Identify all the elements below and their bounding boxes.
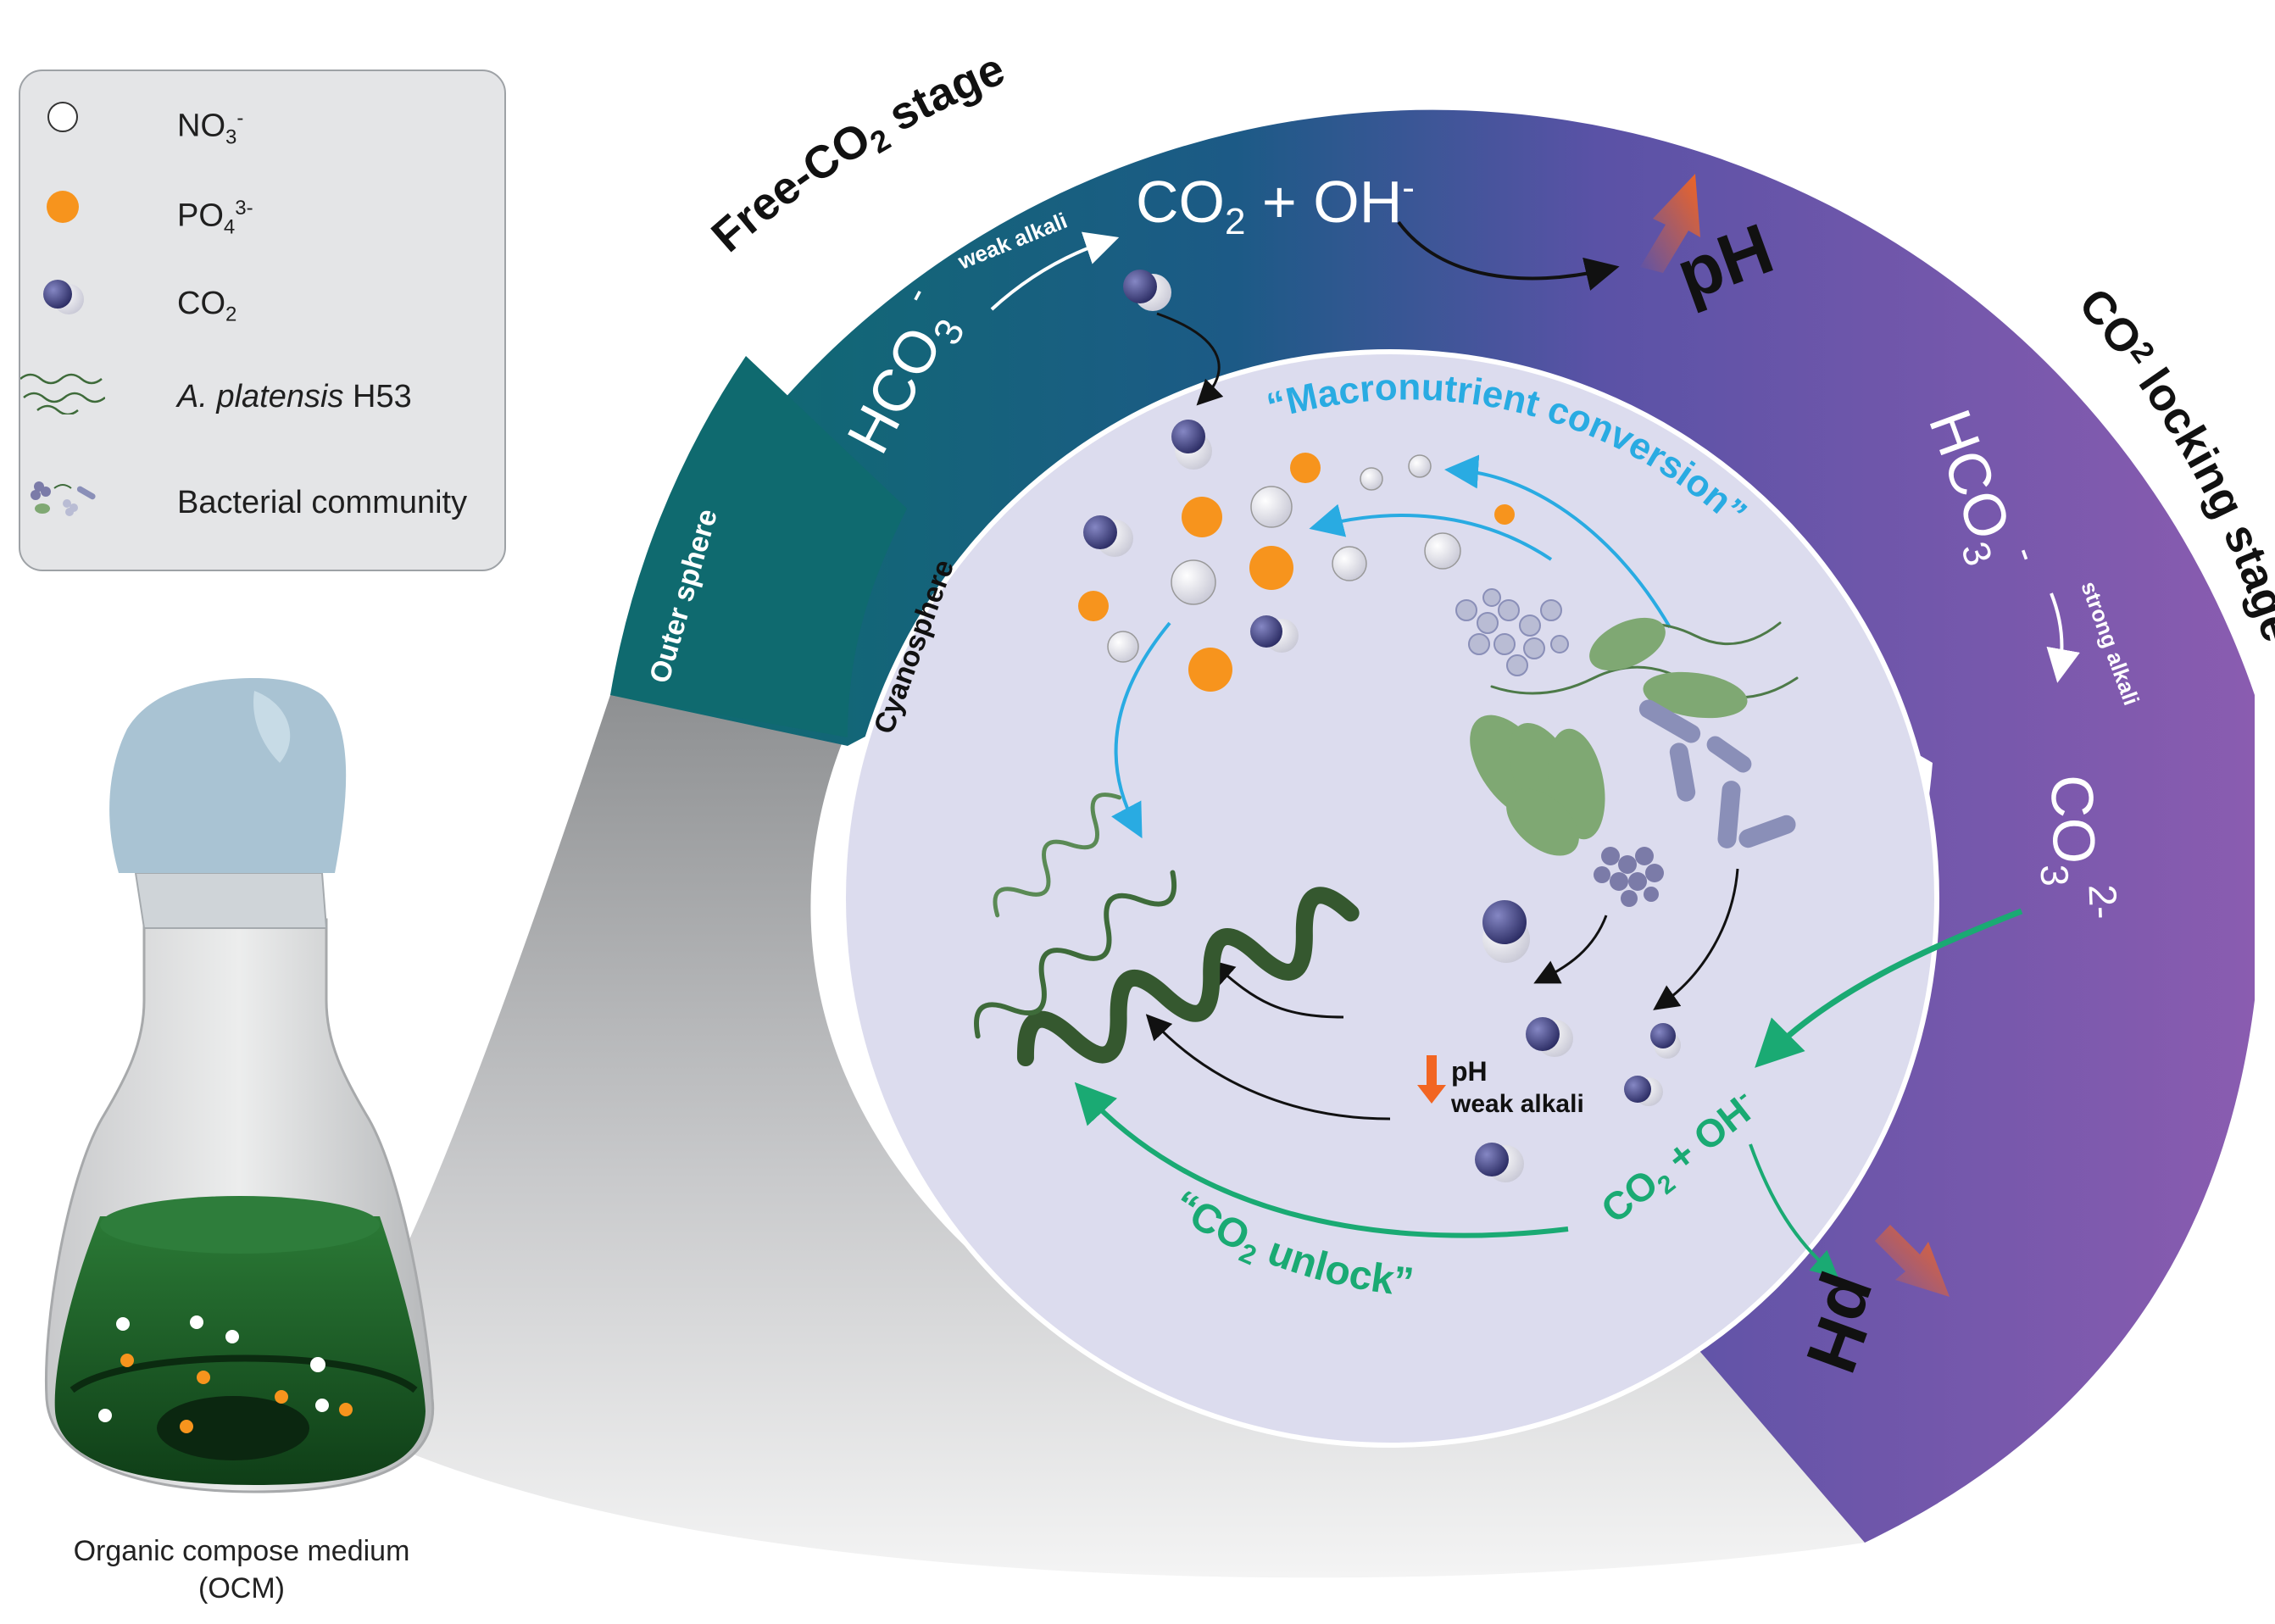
flask-caption: Organic compose medium (OCM) (0, 1532, 483, 1607)
phosphate-dot (120, 1354, 134, 1367)
legend-item-spirulina: A. platensis H53 (20, 364, 508, 431)
nitrate-icon (47, 102, 78, 132)
spirulina-small (993, 793, 1122, 918)
phosphate-dot (275, 1390, 288, 1404)
free-stage-to-ph-arrow (1397, 220, 1620, 291)
nutrient-particles (1078, 453, 1515, 692)
spirulina-large (1016, 887, 1360, 1067)
blue-arrow-middle (1309, 503, 1553, 561)
inner-to-ph-down-arrow (1749, 1143, 1839, 1278)
bacteria-green-rods (1470, 617, 1748, 856)
flask-inner-ring (70, 1354, 418, 1393)
bacteria-blue-rods (1638, 699, 1796, 848)
nitrate-dot (190, 1315, 203, 1329)
bacterial-community (1455, 588, 1796, 907)
bacteria-icon (31, 481, 96, 516)
nitrate-ball (1107, 631, 1139, 663)
weak-alkali-arrow (990, 231, 1120, 311)
outer-ring-teal-left (610, 356, 907, 737)
black-arrow-inner1 (1209, 959, 1344, 1019)
phosphate-ball (1494, 504, 1515, 525)
locking-carbonate: CO32- (2029, 773, 2126, 921)
phosphate-dot (197, 1371, 210, 1384)
flask-liquid (54, 1216, 426, 1485)
nitrate-dot (98, 1409, 112, 1422)
svg-text:CO32-: CO32- (2029, 773, 2126, 921)
black-arrow-bacteria1 (1533, 915, 1608, 984)
nitrate-dot (310, 1357, 325, 1372)
bacteria-purple-cocci (1594, 847, 1664, 907)
free-stage-title: Free-CO2 stage (702, 43, 1011, 262)
free-co2-oh: CO2 + OH- (1136, 167, 1415, 242)
co2-molecule (1250, 615, 1299, 653)
legend-item-bacteria: Bacterial community (20, 470, 508, 537)
spirulina-filaments (974, 621, 1799, 1067)
co2-molecule (1650, 1023, 1681, 1059)
co2-drop-arrow (1156, 312, 1224, 406)
flask-caption-line1: Organic compose medium (73, 1535, 410, 1567)
nitrate-ball (1250, 486, 1293, 528)
co2-molecule (1526, 1017, 1573, 1057)
phosphate-ball (1188, 648, 1232, 692)
phosphate-icon (47, 191, 79, 223)
co2-molecule (1475, 1143, 1524, 1182)
co2-molecule (1171, 420, 1212, 470)
legend-item-nitrate: NO3- (20, 92, 508, 159)
nitrate-ball (1360, 467, 1383, 491)
nitrate-ball (1408, 454, 1432, 478)
nitrate-ball (1332, 546, 1367, 581)
ph-small-down-arrow (1417, 1055, 1446, 1104)
phosphate-dot (180, 1420, 193, 1433)
nitrate-dot (225, 1330, 239, 1343)
bacteria-cocci-cluster (1455, 588, 1569, 676)
phosphate-ball (1249, 546, 1293, 590)
phosphate-ball (1078, 591, 1109, 621)
phosphate-ball (1182, 497, 1222, 537)
nitrate-dot (315, 1399, 329, 1412)
phosphate-ball (1290, 453, 1321, 483)
spirulina-icon (20, 373, 105, 414)
co2-molecule (1624, 1076, 1663, 1106)
nitrate-ball (1424, 532, 1461, 570)
ph-small-label: pH (1451, 1056, 1488, 1087)
legend-item-co2: CO2 (20, 270, 508, 338)
flask (44, 678, 435, 1493)
ph-up-arrow (1640, 174, 1700, 273)
green-unlock-arrow (1074, 1082, 1569, 1238)
flask-particles (98, 1315, 353, 1433)
co2-molecules (1083, 270, 1681, 1182)
blue-arrow-top (1444, 454, 1671, 629)
ph-down-arrow (1875, 1225, 1950, 1297)
co2-molecule (1482, 900, 1530, 963)
weak-alkali-small-label: weak alkali (1450, 1090, 1584, 1118)
spirulina-medium (974, 870, 1177, 1039)
flask-caption-line2: (OCM) (198, 1572, 285, 1605)
legend: NO3- PO43- CO2 A. platensis H53 Bacteria… (19, 70, 506, 571)
co2-molecule (1123, 270, 1171, 311)
black-arrow-inner2 (1145, 1014, 1391, 1121)
flask-cap-highlight (253, 691, 291, 763)
black-arrow-bacteria2 (1653, 868, 1739, 1010)
legend-item-phosphate: PO43- (20, 181, 508, 249)
flask-liquid-surface (100, 1196, 380, 1254)
flask-neck (134, 872, 328, 929)
nitrate-dot (116, 1317, 130, 1331)
co2-molecule (1083, 515, 1133, 557)
carbonate-to-inner-arrow (1755, 908, 2023, 1068)
phosphate-dot (339, 1403, 353, 1416)
flask-shadow (157, 1396, 309, 1460)
blue-arrow-left (1111, 621, 1171, 839)
co2-molecule-icon (43, 280, 84, 314)
nitrate-ball (1171, 559, 1216, 605)
flask-cap (109, 678, 347, 873)
strong-alkali-arrow (2046, 592, 2080, 683)
